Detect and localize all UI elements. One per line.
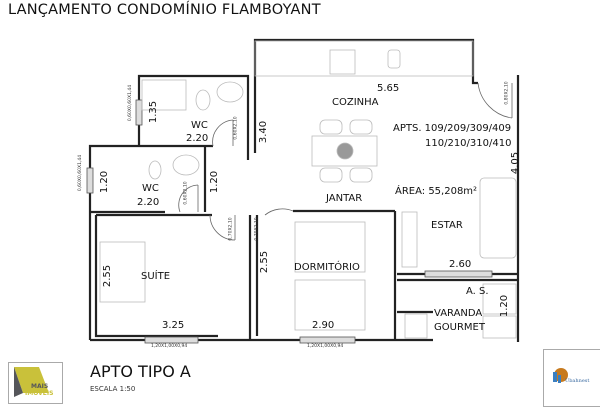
stove-icon (329, 49, 356, 75)
dim-suite-width: 3.25 (162, 320, 185, 331)
area-label: ÁREA: 55,208m² (395, 186, 478, 197)
dim-right-height: 4.05 (510, 151, 522, 175)
room-label-varanda: VARANDA (434, 308, 483, 319)
dim-dorm-height: 2.55 (259, 250, 271, 274)
dim-wc2-height: 1.20 (99, 170, 111, 194)
mais-imoveis-logo-graphic: MAIS IMÓVEIS (14, 367, 53, 397)
door-label-dorm: 0,70X2,10 (254, 217, 260, 241)
window-label-suite: 1,20X1,00X0,94 (151, 344, 188, 349)
window-label-dorm: 1,20X1,00X0,94 (307, 344, 344, 349)
dim-hall-height: 1.20 (209, 170, 221, 194)
dim-wc1-height: 1.35 (148, 100, 160, 124)
ubahnest-logo: Ubahnest (543, 349, 600, 407)
dining-table (311, 135, 378, 167)
dim-dorm-width: 2.90 (312, 320, 335, 331)
door-label-entry: 0,80X2,10 (504, 81, 510, 105)
dim-wc2-width: 2.20 (137, 197, 160, 208)
sink-icon (387, 49, 401, 69)
page-title: LANÇAMENTO CONDOMÍNIO FLAMBOYANT (8, 2, 321, 18)
door-label-wc1: 0,60X2,10 (233, 116, 239, 140)
plan-scale: ESCALA 1:50 (90, 385, 136, 393)
svg-text:IMÓVEIS: IMÓVEIS (25, 390, 53, 397)
windows (86, 99, 493, 344)
room-label-cozinha: COZINHA (332, 97, 379, 108)
window-label-wc2: 0,60X0,60X1,44 (78, 154, 84, 192)
dim-as-height: 1.20 (499, 294, 511, 318)
apts-line-2: 110/210/310/410 (425, 138, 512, 149)
plan-title: APTO TIPO A (90, 362, 191, 381)
room-label-wc2: WC (142, 183, 159, 194)
door-label-wc2: 0,60X2,10 (183, 181, 189, 205)
dim-estar-width: 2.60 (449, 259, 472, 270)
door-label-suite: 0,70X2,10 (228, 217, 234, 241)
doors (178, 82, 513, 241)
room-label-wc1: WC (191, 120, 208, 131)
room-label-jantar: JANTAR (326, 193, 363, 204)
svg-text:Ubahnest: Ubahnest (565, 378, 589, 384)
furniture (99, 40, 517, 339)
room-label-as: A. S. (466, 286, 489, 297)
dim-wc1-width: 2.20 (186, 133, 209, 144)
room-label-suite: SUÍTE (141, 271, 171, 282)
room-label-gourmet: GOURMET (434, 322, 485, 333)
dim-cozinha-width: 5.65 (377, 83, 400, 94)
mais-imoveis-logo: MAIS IMÓVEIS (8, 362, 63, 404)
ubahnest-logo-graphic: Ubahnest (553, 368, 589, 384)
dim-suite-height: 2.55 (102, 264, 114, 288)
window-label-wc1: 0,60X0,60X1,44 (128, 84, 134, 122)
sofa (479, 177, 517, 259)
dim-cozinha-height: 3.40 (258, 120, 270, 144)
room-label-dormitorio: DORMITÓRIO (294, 262, 360, 273)
apts-line-1: APTS. 109/209/309/409 (393, 123, 512, 134)
svg-text:MAIS: MAIS (31, 383, 48, 390)
room-label-estar: ESTAR (431, 220, 463, 231)
